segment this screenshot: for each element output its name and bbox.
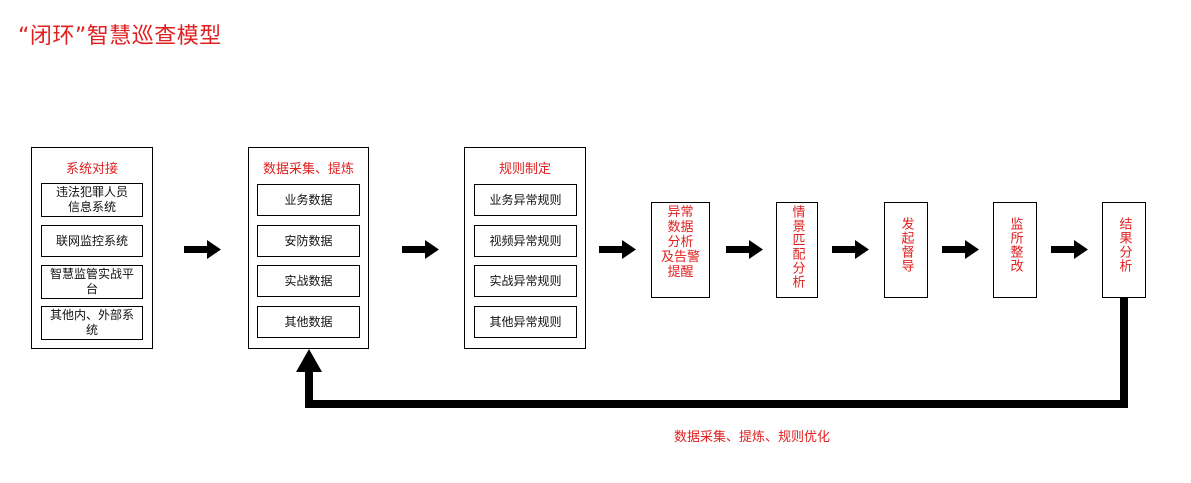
step-anomaly-analysis: 异常数据分析及告警提醒 bbox=[651, 202, 710, 298]
step-result-analysis: 结果分析 bbox=[1102, 202, 1146, 298]
group-item: 其他数据 bbox=[257, 306, 360, 338]
step-text: 异常数据分析及告警提醒 bbox=[661, 205, 700, 280]
step-text-line: 提醒 bbox=[667, 265, 694, 280]
right-arrow-icon bbox=[942, 240, 979, 259]
step-text-line: 异常 bbox=[667, 205, 694, 220]
group-rule-making: 规则制定 业务异常规则 视频异常规则 实战异常规则 其他异常规则 bbox=[464, 147, 586, 349]
page-title: “闭环”智慧巡查模型 bbox=[18, 24, 222, 49]
step-text: 结果分析 bbox=[1116, 217, 1132, 273]
group-item: 实战异常规则 bbox=[474, 265, 577, 297]
step-text: 情景匹配分析 bbox=[789, 205, 805, 289]
feedback-loop-arrow-icon bbox=[296, 298, 1128, 408]
group-heading: 系统对接 bbox=[65, 162, 118, 177]
group-item: 其他异常规则 bbox=[474, 306, 577, 338]
right-arrow-icon bbox=[726, 240, 763, 259]
step-text-line: 数据 bbox=[667, 220, 694, 235]
group-item: 业务数据 bbox=[257, 184, 360, 216]
group-data-collection: 数据采集、提炼 业务数据 安防数据 实战数据 其他数据 bbox=[248, 147, 369, 349]
right-arrow-icon bbox=[832, 240, 869, 259]
group-item: 业务异常规则 bbox=[474, 184, 577, 216]
group-item: 智慧监管实战平台 bbox=[41, 265, 143, 299]
step-text: 发起督导 bbox=[898, 217, 914, 273]
group-item: 违法犯罪人员信息系统 bbox=[41, 183, 143, 217]
group-item: 视频异常规则 bbox=[474, 225, 577, 257]
group-heading: 规则制定 bbox=[498, 162, 551, 177]
group-system-integration: 系统对接 违法犯罪人员信息系统 联网监控系统 智慧监管实战平台 其他内、外部系统 bbox=[31, 147, 153, 349]
step-scenario-matching: 情景匹配分析 bbox=[776, 202, 818, 298]
group-item: 安防数据 bbox=[257, 225, 360, 257]
right-arrow-icon bbox=[402, 240, 439, 259]
step-facility-rectification: 监所整改 bbox=[993, 202, 1037, 298]
step-text-line: 分析 bbox=[667, 235, 694, 250]
right-arrow-icon bbox=[1051, 240, 1088, 259]
feedback-loop-label: 数据采集、提炼、规则优化 bbox=[674, 430, 831, 445]
step-initiate-supervision: 发起督导 bbox=[884, 202, 928, 298]
right-arrow-icon bbox=[599, 240, 636, 259]
step-text-line: 及告警 bbox=[661, 250, 701, 265]
group-item: 联网监控系统 bbox=[41, 225, 143, 257]
group-item: 其他内、外部系统 bbox=[41, 306, 143, 340]
group-item: 实战数据 bbox=[257, 265, 360, 297]
step-text: 监所整改 bbox=[1007, 217, 1023, 273]
right-arrow-icon bbox=[184, 240, 221, 259]
group-heading: 数据采集、提炼 bbox=[262, 162, 354, 177]
